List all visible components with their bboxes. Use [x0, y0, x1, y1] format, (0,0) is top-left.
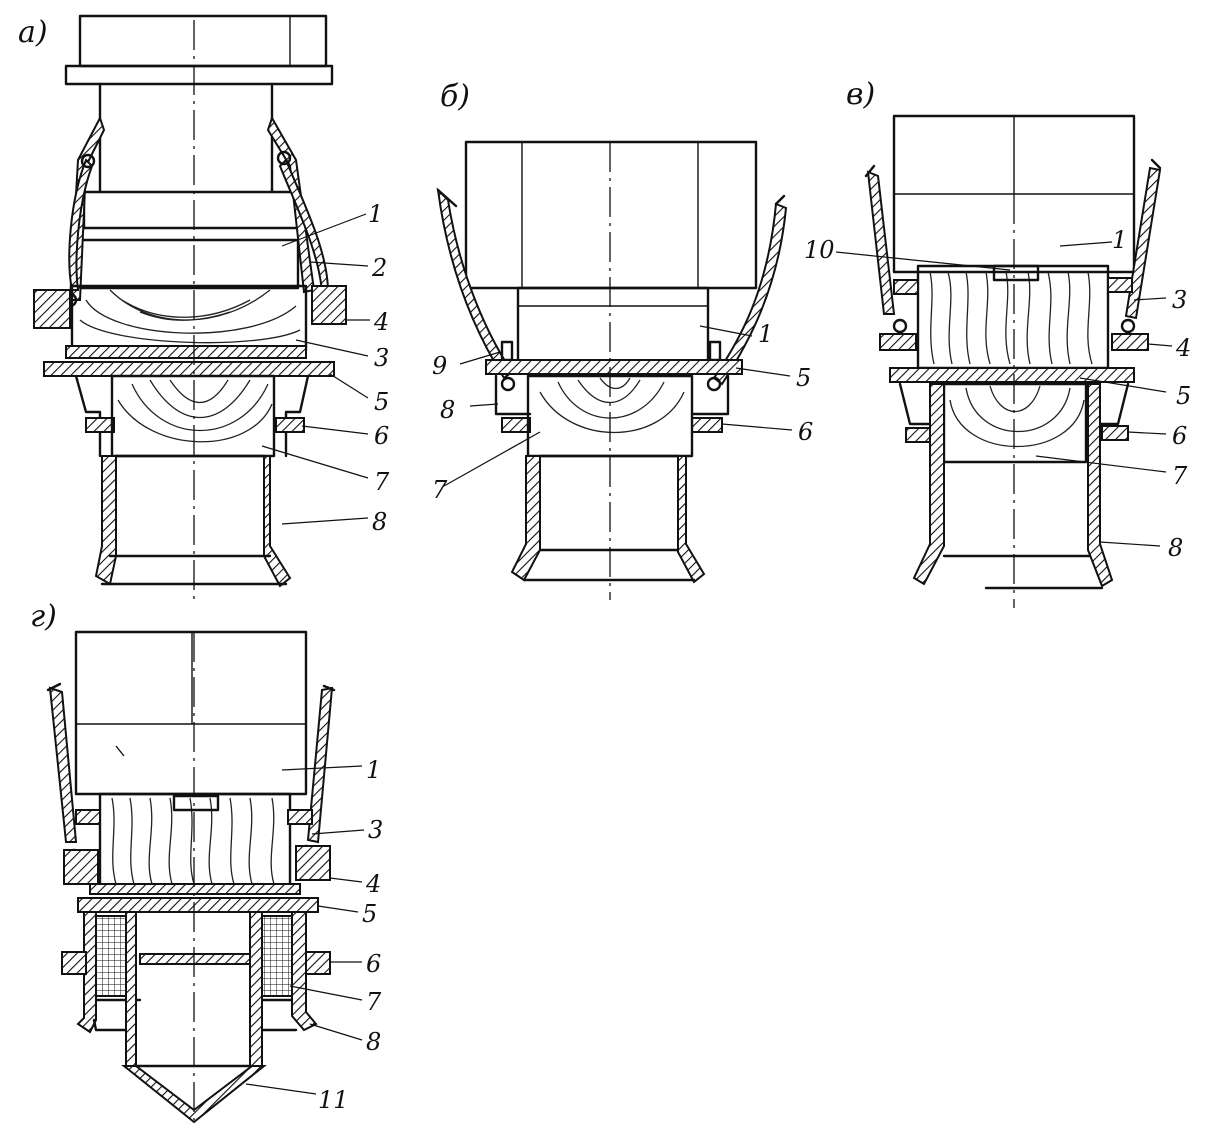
label-b-1: 1 [758, 320, 773, 348]
panel-v: в) 10 [804, 77, 1191, 608]
label-a-8: 8 [372, 508, 387, 536]
label-b-9: 9 [432, 352, 447, 380]
label-v-3: 3 [1172, 286, 1187, 314]
label-b-7: 7 [432, 476, 448, 504]
label-a-1: 1 [368, 200, 383, 228]
label-v-4: 4 [1175, 334, 1191, 362]
label-v-8: 8 [1168, 534, 1183, 562]
label-a-6: 6 [374, 422, 389, 450]
panel-b: б) 1 9 5 8 [432, 79, 813, 600]
label-a-7: 7 [374, 468, 390, 496]
label-g-11: 11 [318, 1086, 349, 1114]
label-g-6: 6 [366, 950, 381, 978]
label-g-7: 7 [366, 988, 382, 1016]
label-a-4: 4 [373, 308, 389, 336]
label-v-1: 1 [1112, 226, 1127, 254]
label-a-2: 2 [371, 254, 387, 282]
label-g-8: 8 [366, 1028, 381, 1056]
panel-g: г) [30, 599, 383, 1124]
label-a-5: 5 [374, 388, 389, 416]
label-g-5: 5 [362, 900, 377, 928]
label-b-5: 5 [796, 364, 811, 392]
label-v-6: 6 [1172, 422, 1187, 450]
label-v-10: 10 [804, 236, 835, 264]
label-a-3: 3 [374, 344, 389, 372]
label-v-5: 5 [1176, 382, 1191, 410]
label-b-6: 6 [798, 418, 813, 446]
label-b-8: 8 [440, 396, 455, 424]
label-v-7: 7 [1172, 462, 1188, 490]
panel-a-title: а) [18, 15, 48, 50]
panel-g-title: г) [30, 599, 57, 634]
label-g-4: 4 [365, 870, 381, 898]
label-g-3: 3 [368, 816, 383, 844]
panel-a: а) [18, 14, 390, 600]
panel-b-title: б) [440, 79, 470, 114]
label-g-1: 1 [366, 756, 381, 784]
panel-v-title: в) [846, 77, 875, 112]
